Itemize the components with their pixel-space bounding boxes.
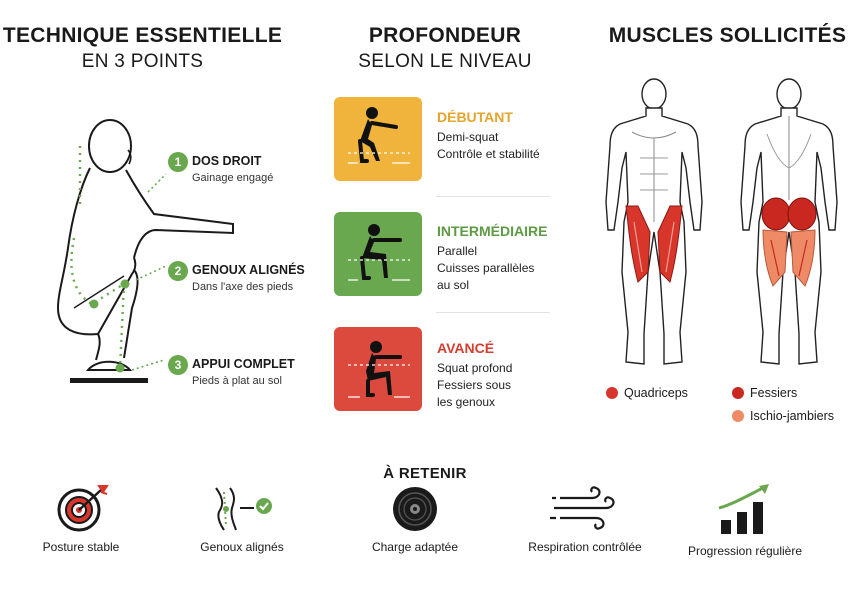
tip-progression: Progression régulière <box>670 484 820 558</box>
level-card-avance <box>334 327 422 411</box>
point-subtitle: Dans l'axe des pieds <box>192 281 294 293</box>
legend-dot <box>732 387 744 399</box>
body-front-figure <box>605 78 703 365</box>
tip-posture: Posture stable <box>6 484 156 554</box>
legend-ischio: Ischio-jambiers <box>732 409 834 423</box>
progression-chart-icon <box>718 484 769 534</box>
level-separator <box>436 196 550 197</box>
retenir-title: À RETENIR <box>383 465 467 482</box>
level-separator <box>436 312 550 313</box>
profondeur-title: PROFONDEUR SELON LE NIVEAU <box>320 22 570 74</box>
legend-label: Ischio-jambiers <box>750 409 835 423</box>
weight-plate-icon <box>393 487 437 531</box>
point-number-badge: 1 <box>168 152 188 172</box>
legend-fessiers: Fessiers <box>732 386 797 400</box>
level-desc-line: Demi-squat <box>437 130 499 144</box>
body-back-figure <box>740 78 838 365</box>
profondeur-title-line2: SELON LE NIVEAU <box>358 51 532 72</box>
legend-label: Fessiers <box>750 386 798 400</box>
level-desc-line: Squat profond <box>437 361 513 375</box>
level-desc-line: Cuisses parallèles <box>437 261 535 275</box>
target-icon <box>57 485 109 532</box>
tip-label: Posture stable <box>42 540 120 554</box>
half-squat-icon <box>348 107 410 164</box>
tip-genoux: Genoux alignés <box>167 484 317 554</box>
point-subtitle: Pieds à plat au sol <box>192 375 282 387</box>
technique-title-line2: EN 3 POINTS <box>81 51 204 72</box>
point-number-badge: 3 <box>168 355 188 375</box>
squat-technique-figure <box>56 119 234 383</box>
muscles-title-text: MUSCLES SOLLICITÉS <box>608 24 847 47</box>
level-text-intermediaire: INTERMÉDIAIRE Parallel Cuisses parallèle… <box>437 223 587 294</box>
level-desc-line: les genoux <box>437 395 496 409</box>
legend-label: Quadriceps <box>624 386 688 400</box>
point-title: APPUI COMPLET <box>192 357 295 371</box>
level-title: AVANCÉ <box>437 340 495 356</box>
level-card-debutant <box>334 97 422 181</box>
level-desc-line: au sol <box>437 278 470 292</box>
profondeur-title-line1: PROFONDEUR <box>368 24 522 47</box>
muscles-title: MUSCLES SOLLICITÉS <box>605 22 850 49</box>
legend-dot <box>732 410 744 422</box>
level-desc-line: Parallel <box>437 244 478 258</box>
tip-label: Respiration contrôlée <box>528 540 642 554</box>
legend-quadriceps: Quadriceps <box>606 386 688 400</box>
tip-label: Charge adaptée <box>371 540 459 554</box>
technique-title-line1: TECHNIQUE ESSENTIELLE <box>2 24 283 47</box>
point-number-badge: 2 <box>168 261 188 281</box>
level-card-intermediaire <box>334 212 422 296</box>
level-title: INTERMÉDIAIRE <box>437 223 548 239</box>
level-text-debutant: DÉBUTANT Demi-squat Contrôle et stabilit… <box>437 109 587 163</box>
parallel-squat-icon <box>348 224 410 281</box>
deep-squat-icon <box>348 341 410 398</box>
tip-charge: Charge adaptée <box>340 484 490 554</box>
legend-dot <box>606 387 618 399</box>
level-desc-line: Fessiers sous <box>437 378 512 392</box>
level-text-avance: AVANCÉ Squat profond Fessiers sous les g… <box>437 340 587 411</box>
tip-label: Genoux alignés <box>200 540 284 554</box>
level-title: DÉBUTANT <box>437 109 513 125</box>
breathing-icon <box>550 486 615 530</box>
level-desc-line: Contrôle et stabilité <box>437 147 540 161</box>
tip-label: Progression régulière <box>687 544 803 558</box>
point-subtitle: Gainage engagé <box>192 172 274 184</box>
point-title: DOS DROIT <box>192 154 262 168</box>
point-title: GENOUX ALIGNÉS <box>192 263 305 277</box>
technique-title: TECHNIQUE ESSENTIELLE EN 3 POINTS <box>0 22 285 74</box>
tip-respiration: Respiration contrôlée <box>510 484 660 554</box>
knee-alignment-icon <box>215 487 272 531</box>
